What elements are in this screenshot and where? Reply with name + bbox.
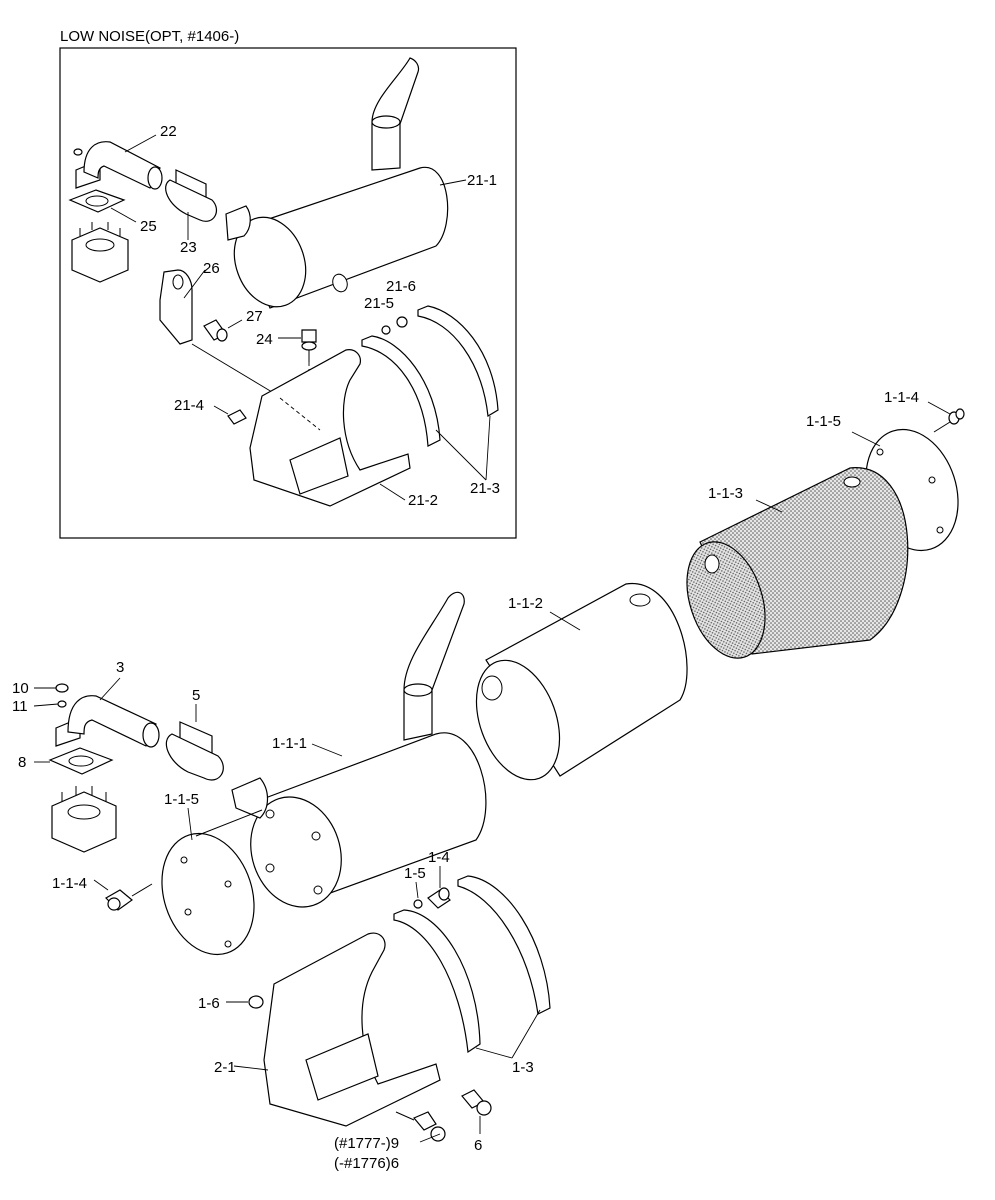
label-1-1-5-rear: 1-1-5 — [806, 413, 841, 430]
inset-elbow-pipe-22 — [73, 134, 163, 190]
bolt-1-4 — [427, 866, 451, 909]
label-1-1-2: 1-1-2 — [508, 595, 543, 612]
inset-muffler-21-1 — [225, 57, 467, 309]
inner-screen-1-1-3 — [686, 467, 909, 659]
muffler-body-1-1-1 — [231, 591, 487, 908]
bolt-1-1-4-rear — [927, 401, 965, 433]
label-21-5: 21-5 — [364, 295, 394, 312]
inset-frame — [59, 47, 517, 539]
label-8: 8 — [18, 754, 26, 771]
clamp-5 — [165, 704, 224, 781]
inset-bracket-26 — [159, 269, 273, 393]
label-2-1: 2-1 — [214, 1059, 236, 1076]
heat-shield-2-1 — [233, 932, 441, 1127]
label-22: 22 — [160, 123, 177, 140]
inset-washer-21-5 — [381, 325, 391, 335]
label-21-1: 21-1 — [467, 172, 497, 189]
label-24: 24 — [256, 331, 273, 348]
turbo-flange — [51, 786, 117, 853]
label-21-2: 21-2 — [408, 492, 438, 509]
label-23: 23 — [180, 239, 197, 256]
muffler-shell-1-1-2 — [475, 583, 688, 781]
label-21-3: 21-3 — [470, 480, 500, 497]
label-1-6: 1-6 — [198, 995, 220, 1012]
bolt-9 — [395, 1111, 446, 1143]
label-1-1-3: 1-1-3 — [708, 485, 743, 502]
inset-gasket-25 — [68, 189, 137, 223]
bolt-6 — [461, 1089, 492, 1134]
label-1-4: 1-4 — [428, 849, 450, 866]
inset-band-21-3 — [361, 305, 499, 481]
label-6-serial: (-#1776)6 — [334, 1155, 399, 1172]
inset-clamp-23 — [165, 169, 217, 240]
label-21-4: 21-4 — [174, 397, 204, 414]
inset-bolt-21-4 — [213, 405, 247, 425]
label-9-serial: (#1777-)9 — [334, 1135, 399, 1152]
elbow-pipe-3 — [67, 677, 160, 748]
washer-11 — [33, 700, 67, 708]
end-plate-1-1-5-front — [161, 807, 263, 956]
label-11: 11 — [12, 698, 28, 715]
nut-1-6 — [226, 995, 264, 1009]
label-3: 3 — [116, 659, 124, 676]
label-1-1-1: 1-1-1 — [272, 735, 307, 752]
low-noise-inset: LOW NOISE(OPT, #1406-) — [59, 28, 517, 539]
inset-shield-21-2 — [249, 349, 411, 507]
label-10: 10 — [12, 680, 29, 697]
nut-10 — [34, 683, 69, 693]
label-27: 27 — [246, 308, 263, 325]
label-21-6: 21-6 — [386, 278, 416, 295]
label-1-1-5-front: 1-1-5 — [164, 791, 199, 808]
label-1-3: 1-3 — [512, 1059, 534, 1076]
standard-muffler-assembly: 1-1-4 1-1-5 1-1-3 1-1-2 3 10 11 5 1-1-1 … — [12, 389, 965, 1172]
label-5: 5 — [192, 687, 200, 704]
inset-nut-21-6 — [396, 316, 408, 328]
washer-1-5 — [413, 881, 423, 909]
label-1-5: 1-5 — [404, 865, 426, 882]
inset-turbo-flange — [71, 222, 129, 283]
band-1-3 — [393, 875, 551, 1059]
label-6: 6 — [474, 1137, 482, 1154]
label-25: 25 — [140, 218, 157, 235]
inset-title: LOW NOISE(OPT, #1406-) — [60, 28, 239, 45]
label-1-1-4-rear: 1-1-4 — [884, 389, 919, 406]
bolt-1-1-4-front — [93, 879, 153, 911]
label-1-1-4-front: 1-1-4 — [52, 875, 87, 892]
label-26: 26 — [203, 260, 220, 277]
inset-bolt-27 — [203, 319, 243, 342]
